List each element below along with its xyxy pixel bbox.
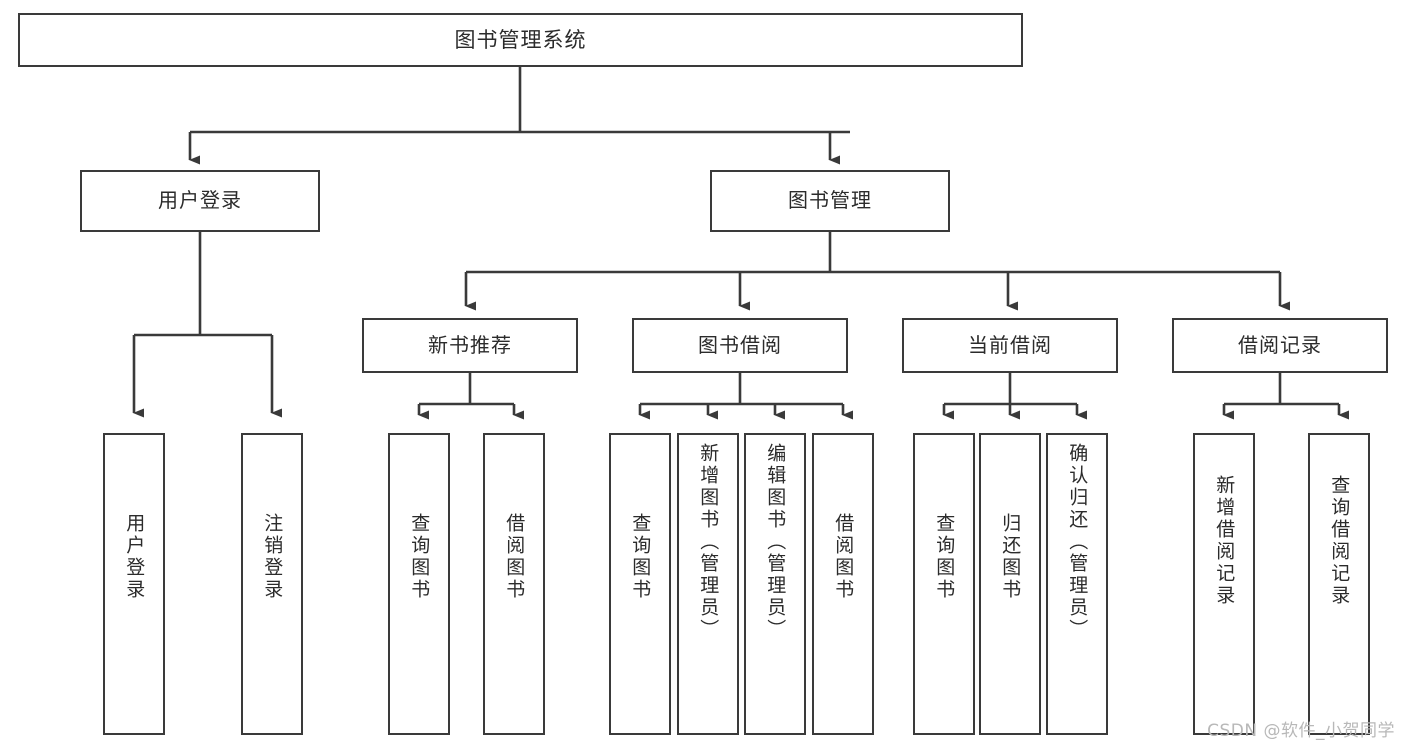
node-current-borrow-label: 当前借阅 [968, 332, 1052, 357]
leaf-add-record[interactable]: 新增借阅记录 [1193, 433, 1255, 735]
leaf-query-book-1[interactable]: 查询图书 [388, 433, 450, 735]
node-user-login[interactable]: 用户登录 [80, 170, 320, 232]
node-user-login-label: 用户登录 [158, 188, 242, 213]
leaf-user-login-label: 用户登录 [123, 513, 146, 601]
node-new-book-rec[interactable]: 新书推荐 [362, 318, 578, 373]
leaf-borrow-book-1-label: 借阅图书 [503, 513, 526, 601]
leaf-query-book-2-label: 查询图书 [629, 513, 652, 601]
leaf-query-record[interactable]: 查询借阅记录 [1308, 433, 1370, 735]
leaf-logout[interactable]: 注销登录 [241, 433, 303, 735]
watermark: CSDN @软件_小贺同学 [1207, 721, 1395, 741]
node-borrow-record-label: 借阅记录 [1238, 332, 1322, 357]
leaf-query-book-3[interactable]: 查询图书 [913, 433, 975, 735]
leaf-return-book-label: 归还图书 [999, 513, 1022, 601]
node-root-label: 图书管理系统 [454, 27, 587, 52]
leaf-borrow-book-2-label: 借阅图书 [832, 513, 855, 601]
leaf-query-book-1-label: 查询图书 [408, 513, 431, 601]
leaf-edit-book-label: 编辑图书（管理员） [764, 443, 787, 641]
leaf-borrow-book-2[interactable]: 借阅图书 [812, 433, 874, 735]
leaf-query-record-label: 查询借阅记录 [1328, 475, 1351, 607]
leaf-confirm-return[interactable]: 确认归还（管理员） [1046, 433, 1108, 735]
node-book-manage[interactable]: 图书管理 [710, 170, 950, 232]
node-new-book-rec-label: 新书推荐 [428, 332, 512, 357]
node-borrow-record[interactable]: 借阅记录 [1172, 318, 1388, 373]
node-book-borrow-label: 图书借阅 [698, 332, 782, 357]
node-root[interactable]: 图书管理系统 [18, 13, 1023, 67]
leaf-confirm-return-label: 确认归还（管理员） [1066, 443, 1089, 641]
leaf-add-book-label: 新增图书（管理员） [697, 443, 720, 641]
leaf-logout-label: 注销登录 [261, 513, 284, 601]
leaf-query-book-3-label: 查询图书 [933, 513, 956, 601]
node-book-borrow[interactable]: 图书借阅 [632, 318, 848, 373]
leaf-edit-book[interactable]: 编辑图书（管理员） [744, 433, 806, 735]
leaf-add-book[interactable]: 新增图书（管理员） [677, 433, 739, 735]
leaf-user-login[interactable]: 用户登录 [103, 433, 165, 735]
node-current-borrow[interactable]: 当前借阅 [902, 318, 1118, 373]
leaf-borrow-book-1[interactable]: 借阅图书 [483, 433, 545, 735]
leaf-return-book[interactable]: 归还图书 [979, 433, 1041, 735]
node-book-manage-label: 图书管理 [788, 188, 872, 213]
leaf-query-book-2[interactable]: 查询图书 [609, 433, 671, 735]
leaf-add-record-label: 新增借阅记录 [1213, 475, 1236, 607]
